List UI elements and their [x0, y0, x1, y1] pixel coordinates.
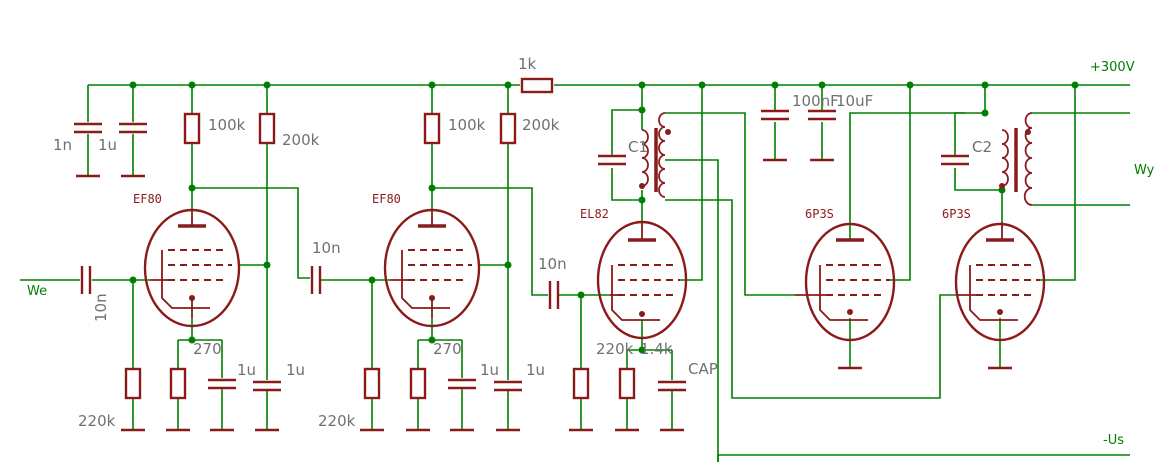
- label-cap: CAP: [688, 360, 718, 378]
- transformer-c2: [999, 112, 1033, 206]
- capacitor-1u-cathode-1: [208, 378, 236, 390]
- capacitor-cap: [658, 380, 686, 392]
- label-c-1u-k2: 1u: [480, 361, 499, 379]
- tube-label-v4: 6P3S: [805, 207, 834, 221]
- label-c-10uf: 10uF: [836, 92, 873, 110]
- tube-6p3s-1: [795, 222, 896, 342]
- capacitor-10n-input: [80, 266, 92, 294]
- label-r-200k-2: 200k: [522, 116, 560, 134]
- label-r-1-4k: 1.4k: [640, 340, 673, 358]
- resistor-1k: [520, 77, 554, 94]
- label-r-270-2: 270: [433, 340, 462, 358]
- capacitor-10uf: [808, 109, 836, 162]
- label-r-270-1: 270: [193, 340, 222, 358]
- resistor-270-1: [169, 367, 187, 400]
- resistor-200k-1: [258, 112, 276, 145]
- capacitor-c2-plate: [941, 154, 969, 166]
- label-c-1n: 1n: [53, 136, 72, 154]
- label-c-10n-3: 10n: [538, 255, 567, 273]
- tube-el82: [596, 220, 688, 340]
- label-r-1k: 1k: [518, 55, 537, 73]
- capacitor-1u-screen-1: [253, 380, 281, 392]
- label-r-100k-1: 100k: [208, 116, 246, 134]
- label-c-1u-s1: 1u: [286, 361, 305, 379]
- capacitor-10n-coupling-2: [548, 281, 560, 309]
- tube-ef80-2: [383, 208, 481, 328]
- resistor-100k-2: [423, 112, 441, 145]
- capacitor-c1-plate: [598, 154, 626, 166]
- junction-dots: [129, 81, 1079, 354]
- label-c-10n-2: 10n: [312, 239, 341, 257]
- tube-label-v2: EF80: [372, 192, 401, 206]
- capacitor-1n: [74, 122, 102, 178]
- capacitor-10n-coupling-1: [310, 266, 322, 294]
- wires: [20, 84, 1130, 462]
- label-r-100k-2: 100k: [448, 116, 486, 134]
- label-transformer-c2: C2: [972, 138, 992, 156]
- label-r-200k-1: 200k: [282, 131, 320, 149]
- tube-ef80-1: [143, 208, 241, 328]
- capacitor-1u-screen-2: [494, 380, 522, 392]
- tube-label-v5: 6P3S: [942, 207, 971, 221]
- net-label-negative: -Us: [1103, 433, 1124, 448]
- label-r-220k-3: 220k: [596, 340, 634, 358]
- transformer-c1: [639, 112, 671, 198]
- resistor-100k-1: [183, 112, 201, 145]
- resistor-1-4k: [618, 367, 636, 400]
- label-r-220k-1: 220k: [78, 412, 116, 430]
- label-transformer-c1: C1: [628, 138, 648, 156]
- capacitor-1u-cathode-2: [448, 378, 476, 390]
- label-r-220k-2: 220k: [318, 412, 356, 430]
- label-c-1u-s2: 1u: [526, 361, 545, 379]
- net-label-input: We: [27, 284, 47, 299]
- tube-label-v1: EF80: [133, 192, 162, 206]
- net-label-supply: +300V: [1090, 60, 1135, 75]
- capacitor-100nf: [761, 109, 789, 162]
- label-c-10n-in: 10n: [92, 293, 110, 322]
- label-c-100nf: 100nF: [792, 92, 839, 110]
- resistor-220k-1: [124, 367, 142, 400]
- resistor-220k-3: [572, 367, 590, 400]
- net-label-output: Wy: [1134, 163, 1155, 178]
- tube-label-v3: EL82: [580, 207, 609, 221]
- label-c-1u-a: 1u: [98, 136, 117, 154]
- ground-bars: [121, 366, 1012, 432]
- capacitor-1u-filter: [119, 122, 147, 178]
- label-c-1u-k1: 1u: [237, 361, 256, 379]
- resistor-200k-2: [499, 112, 517, 145]
- resistor-270-2: [409, 367, 427, 400]
- resistor-220k-2: [363, 367, 381, 400]
- tube-6p3s-2: [954, 222, 1046, 342]
